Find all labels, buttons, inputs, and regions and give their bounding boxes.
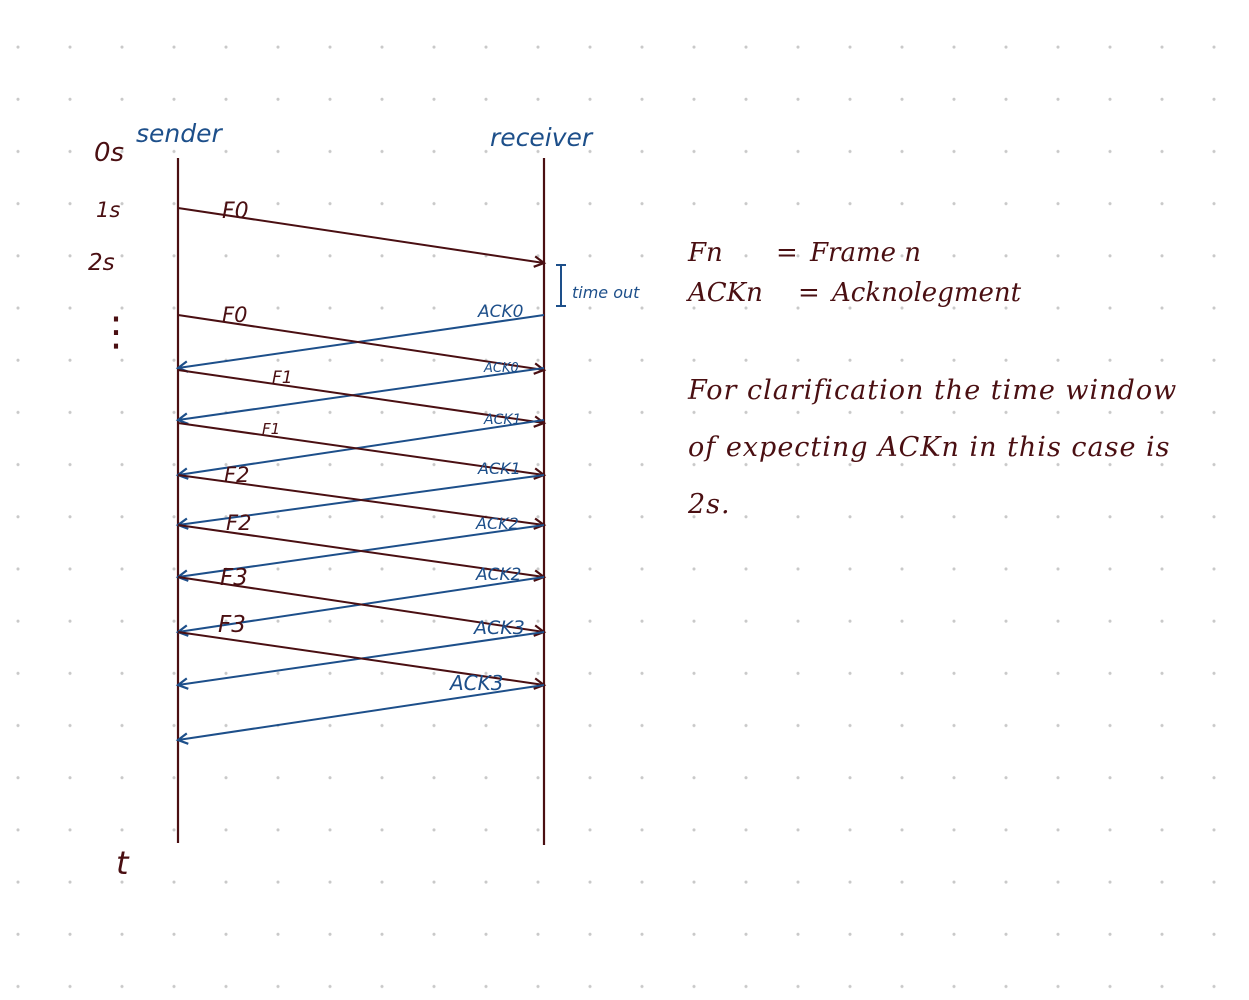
legend-ack-symbol: ACKn — [688, 278, 763, 308]
frame-arrowhead — [533, 362, 547, 375]
legend-frame-equals: = — [776, 238, 798, 268]
legend-ack-equals: = — [798, 278, 820, 308]
frame-label: F1 — [272, 368, 293, 388]
frame-label: F3 — [218, 612, 246, 638]
ack-label: ACK1 — [477, 459, 521, 478]
frame-arrow — [177, 631, 545, 686]
frame-label: F0 — [222, 199, 249, 224]
frame-arrow — [177, 314, 545, 371]
legend-ack-meaning: Acknolegment — [832, 278, 1022, 308]
ack-label: ACK1 — [483, 412, 521, 428]
time-axis-label: t — [116, 844, 130, 882]
frame-arrow — [177, 207, 545, 264]
frame-arrow — [177, 524, 545, 578]
ack-arrow — [177, 367, 545, 421]
frame-label: F1 — [262, 420, 280, 438]
notes-panel: Fn = Frame n ACKn = Acknolegment For cla… — [688, 238, 1208, 533]
frame-arrow — [177, 369, 545, 424]
legend-frame: Fn = Frame n — [688, 238, 1208, 268]
time-zero-label: 0s — [94, 138, 124, 168]
ack-label: ACK3 — [472, 617, 525, 639]
message-arrows — [175, 207, 547, 745]
ack-arrow — [177, 684, 545, 741]
time-label-2s: 2s — [88, 250, 115, 276]
ack-arrowhead — [175, 412, 189, 425]
ack-arrowhead — [175, 677, 189, 690]
frame-arrow — [177, 576, 545, 633]
frame-label: F2 — [224, 463, 249, 487]
ack-label: ACK0 — [483, 361, 519, 376]
ack-arrowhead — [175, 732, 189, 745]
sender-label: sender — [136, 119, 224, 148]
frame-arrowhead — [533, 415, 547, 428]
ack-label: ACK3 — [448, 671, 504, 695]
ack-label: ACK2 — [475, 565, 521, 585]
frame-arrow — [177, 422, 545, 476]
frame-arrowhead — [533, 255, 547, 268]
legend-ack: ACKn = Acknolegment — [688, 278, 1208, 308]
time-label-continuation: ⋮ — [96, 309, 136, 355]
timeout-bracket — [556, 264, 566, 307]
legend-frame-symbol: Fn — [688, 238, 723, 268]
receiver-label: receiver — [490, 123, 594, 152]
ack-arrow — [177, 419, 545, 476]
time-label-1s: 1s — [96, 198, 120, 222]
clarification-note: For clarification the time window of exp… — [688, 375, 1178, 520]
timeout-label: time out — [572, 283, 640, 302]
ack-label: ACK2 — [475, 514, 519, 533]
frame-label: F2 — [226, 511, 251, 535]
frame-label: F3 — [220, 565, 248, 591]
frame-arrow — [177, 474, 545, 526]
ack-label: ACK0 — [477, 302, 523, 322]
legend-frame-meaning: Frame n — [810, 238, 922, 268]
frame-label: F0 — [222, 303, 247, 327]
